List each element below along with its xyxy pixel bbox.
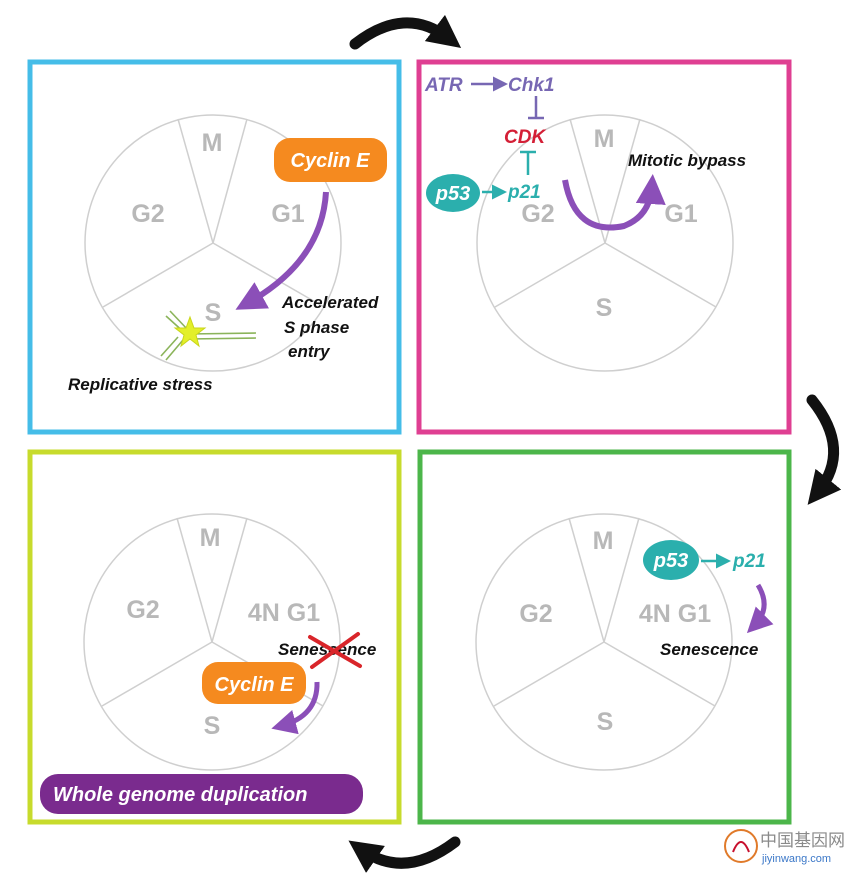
panel-top-left: M G1 G2 S Cyclin E Accelerated S phase e…: [27, 59, 402, 435]
cell-cycle-wheel: [475, 513, 733, 771]
mitotic-bypass-label: Mitotic bypass: [628, 151, 746, 170]
atr-label: ATR: [424, 75, 463, 96]
phase-g2-label: G2: [131, 200, 164, 228]
phase-g2-label: G2: [126, 596, 159, 624]
watermark: 中国基因网 jiyinwang.com: [724, 829, 845, 865]
dna-fork-icon: [160, 310, 257, 361]
cycle-arrow-icon: [806, 394, 842, 505]
chk1-label: Chk1: [508, 75, 554, 96]
panel-top-right: M G1 G2 S ATR Chk1 CDK p53 p21 Mitotic b…: [416, 59, 792, 435]
accelerated-line-2: S phase: [284, 318, 349, 337]
cyclin-e-label: Cyclin E: [291, 150, 371, 172]
phase-m-label: M: [593, 527, 614, 555]
phase-g2-label: G2: [521, 200, 554, 228]
senescence-label: Senescence: [660, 640, 758, 659]
phase-s-label: S: [597, 708, 614, 736]
cycle-arrow-icon: [348, 836, 461, 873]
panel-bottom-right: M 4N G1 G2 S p53 p21 Senescence: [417, 449, 792, 825]
phase-m-label: M: [594, 125, 615, 153]
p21-label: p21: [507, 182, 541, 203]
p53-label: p53: [653, 550, 688, 572]
logo-icon: [724, 829, 758, 863]
phase-g1-label: G1: [664, 200, 697, 228]
mitotic-bypass-arrow: [562, 174, 666, 231]
phase-s-label: S: [204, 712, 221, 740]
acceleration-arrow: [235, 191, 329, 310]
phase-s-label: S: [596, 294, 613, 322]
watermark-title: 中国基因网: [760, 831, 845, 850]
rereplication-arrow: [271, 681, 320, 735]
whole-genome-duplication-banner: [40, 774, 363, 814]
cell-cycle-wheel: [84, 114, 342, 372]
whole-genome-duplication-label: Whole genome duplication: [53, 784, 307, 806]
cycle-arrow-icon: [349, 14, 462, 50]
p21-label: p21: [732, 551, 766, 572]
phase-g1-label: 4N G1: [639, 600, 711, 628]
phase-s-label: S: [205, 299, 222, 327]
p53-badge: [426, 174, 480, 212]
p53-badge: [643, 540, 699, 580]
cell-cycle-wheel: [476, 114, 734, 372]
senescence-label: Senescence: [278, 640, 376, 659]
phase-g1-label: 4N G1: [248, 599, 320, 627]
accelerated-line-1: Accelerated: [281, 293, 379, 312]
cyclin-e-badge: [274, 138, 387, 182]
replicative-stress-label: Replicative stress: [68, 375, 213, 394]
phase-g1-label: G1: [271, 200, 304, 228]
p53-label: p53: [435, 183, 470, 205]
panel-bottom-left: M 4N G1 G2 S Senescence Cyclin E Whole g…: [27, 449, 402, 825]
phase-m-label: M: [202, 129, 223, 157]
cross-out-icon: [308, 632, 362, 669]
logo-icon: [732, 841, 750, 853]
cdk-label: CDK: [504, 127, 546, 148]
phase-m-label: M: [200, 524, 221, 552]
senescence-arrow: [746, 583, 774, 634]
cyclin-e-badge: [202, 662, 306, 704]
cyclin-e-label: Cyclin E: [215, 674, 295, 696]
phase-g2-label: G2: [519, 600, 552, 628]
accelerated-line-3: entry: [288, 342, 331, 361]
watermark-url: jiyinwang.com: [761, 853, 831, 865]
stress-star-icon: [173, 315, 207, 348]
